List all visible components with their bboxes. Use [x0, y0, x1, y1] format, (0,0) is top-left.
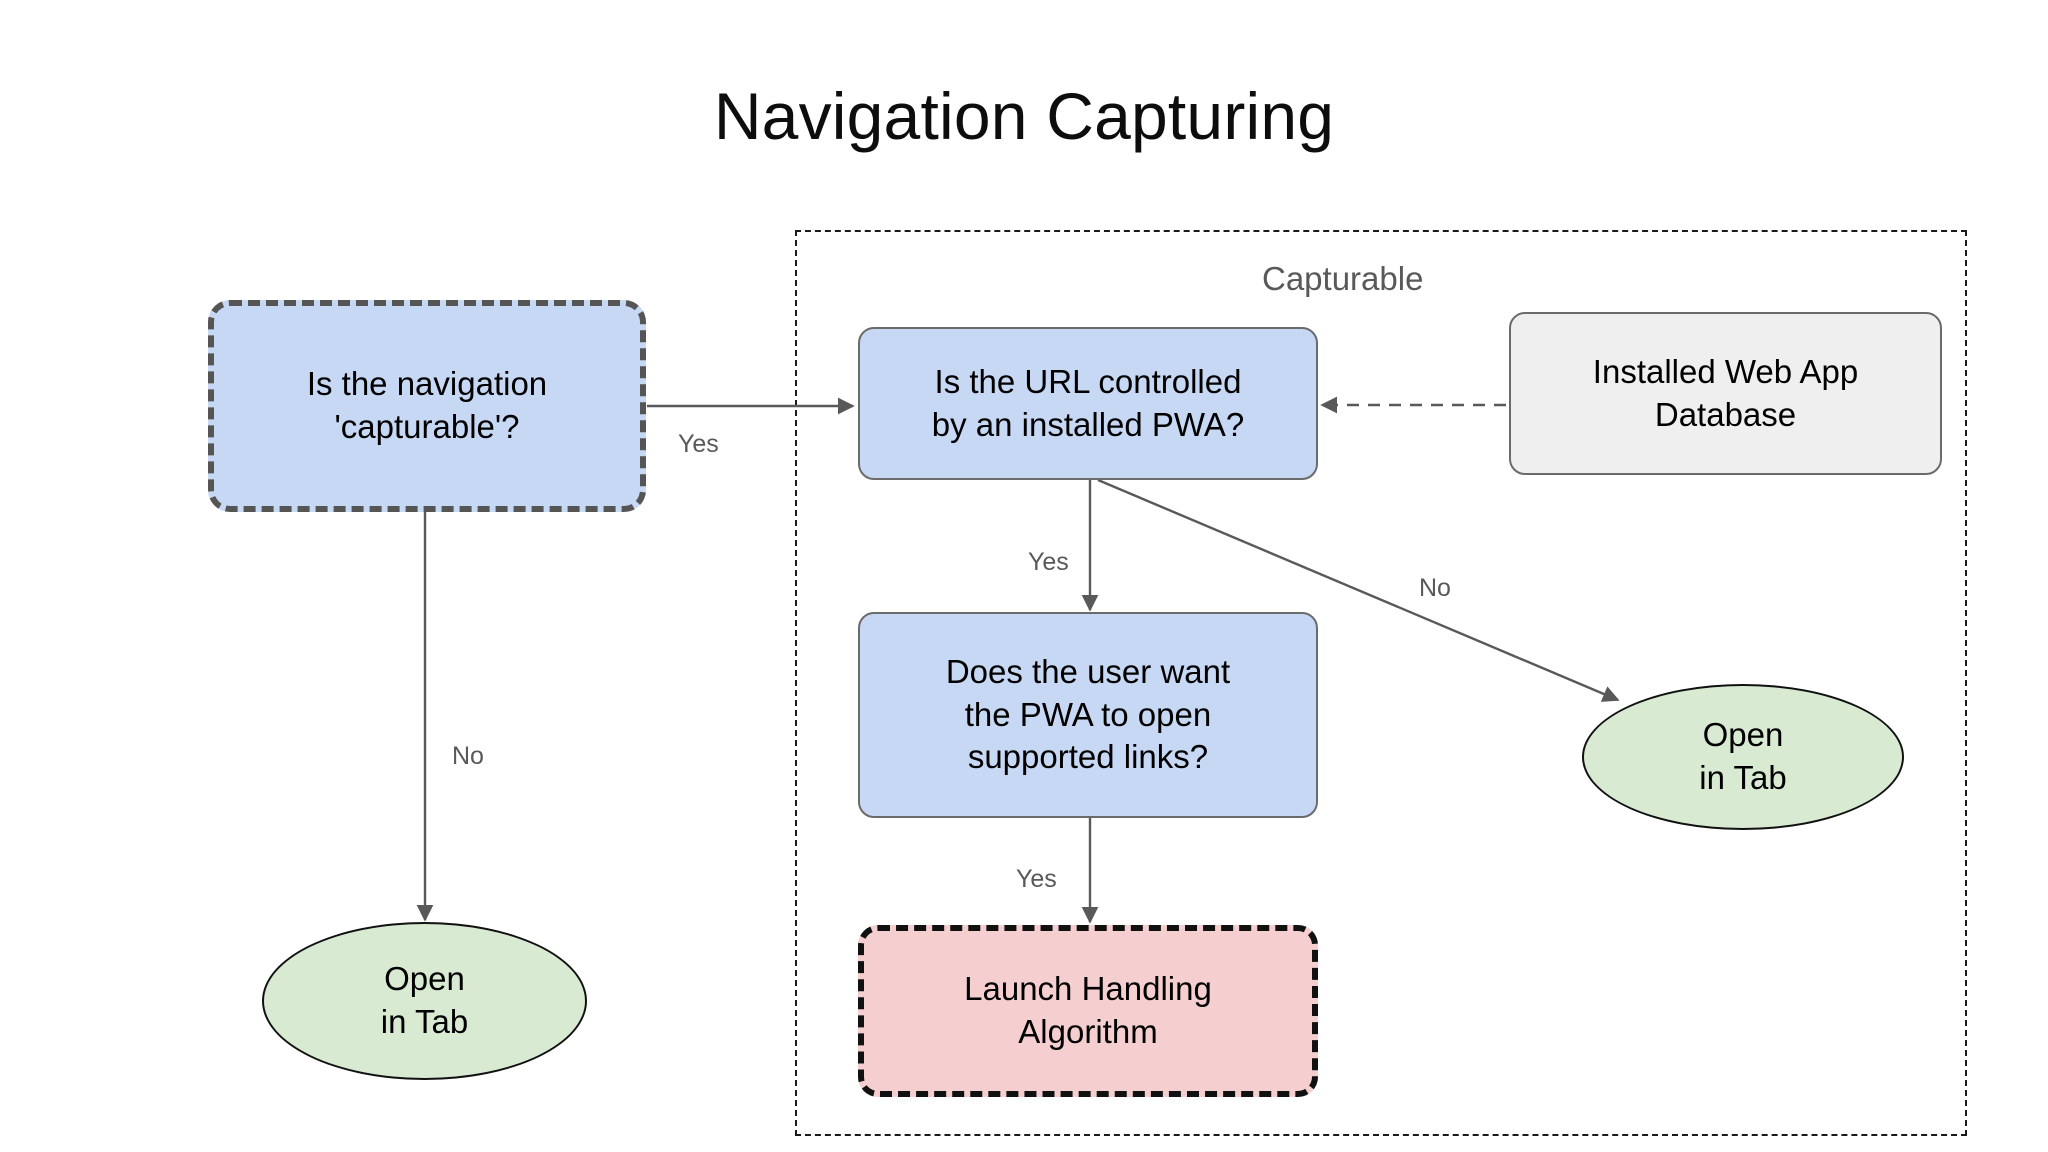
node-open-in-tab-right[interactable]: Open in Tab: [1582, 684, 1904, 830]
page-title: Navigation Capturing: [713, 79, 1335, 153]
edge-label-yes-url-to-user: Yes: [1028, 548, 1069, 576]
node-label: Open in Tab: [380, 960, 469, 1040]
capturable-group-boundary: [795, 230, 1967, 1136]
node-label: Does the user want the PWA to open suppo…: [945, 652, 1231, 776]
node-open-in-tab-left[interactable]: Open in Tab: [262, 922, 587, 1080]
node-launch-handling-algorithm[interactable]: Launch Handling Algorithm: [858, 925, 1318, 1097]
node-is-url-controlled-by-pwa[interactable]: Is the URL controlled by an installed PW…: [858, 327, 1318, 480]
node-label: Is the URL controlled by an installed PW…: [931, 362, 1245, 443]
edge-label-no-start-to-tab: No: [452, 742, 484, 770]
node-does-user-want-pwa-open-links[interactable]: Does the user want the PWA to open suppo…: [858, 612, 1318, 818]
node-label: Is the navigation 'capturable'?: [306, 365, 548, 445]
capturable-group-label: Capturable: [1262, 260, 1424, 297]
node-installed-web-app-database[interactable]: Installed Web App Database: [1509, 312, 1942, 475]
node-label: Open in Tab: [1699, 716, 1787, 796]
edge-label-yes-user-to-algo: Yes: [1016, 865, 1057, 893]
edge-url-to-open-tab-right: [1097, 478, 1620, 702]
node-label: Launch Handling Algorithm: [964, 970, 1212, 1050]
node-label: Installed Web App Database: [1592, 352, 1859, 433]
node-is-navigation-capturable[interactable]: Is the navigation 'capturable'?: [208, 300, 646, 512]
edge-label-yes-start-to-url: Yes: [678, 430, 719, 458]
edge-label-no-url-to-tab: No: [1419, 574, 1451, 602]
